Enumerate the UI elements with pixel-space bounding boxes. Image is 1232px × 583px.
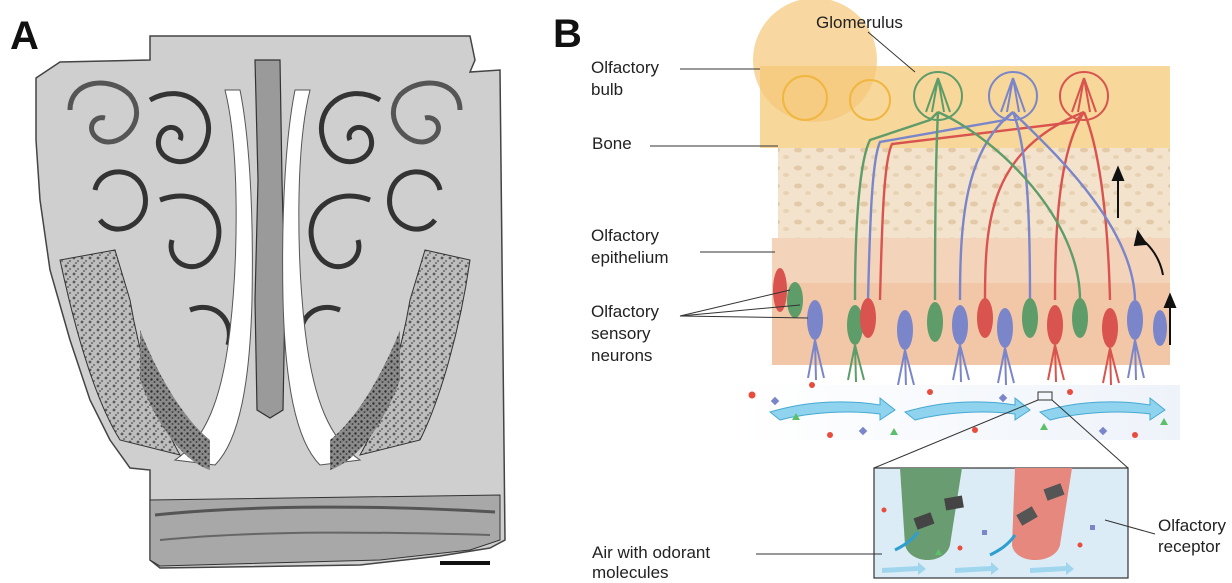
air-label-line1: Air with odorant — [592, 543, 710, 563]
epithelium-label-line1: Olfactory — [591, 226, 659, 246]
air-label-line2: molecules — [592, 563, 669, 583]
neurons-label-line3: neurons — [591, 346, 652, 366]
bone-label: Bone — [592, 134, 632, 154]
olfactory-bulb-label-line1: Olfactory — [591, 58, 659, 78]
glomerulus-label: Glomerulus — [816, 13, 903, 33]
receptor-label-line1: Olfactory — [1158, 516, 1226, 536]
receptor-label-line2: receptor — [1158, 537, 1220, 557]
epithelium-label-line2: epithelium — [591, 248, 669, 268]
olfactory-bulb-label-line2: bulb — [591, 80, 623, 100]
neurons-label-line1: Olfactory — [591, 302, 659, 322]
receptor-inset — [874, 468, 1128, 578]
neurons-label-line2: sensory — [591, 324, 651, 344]
